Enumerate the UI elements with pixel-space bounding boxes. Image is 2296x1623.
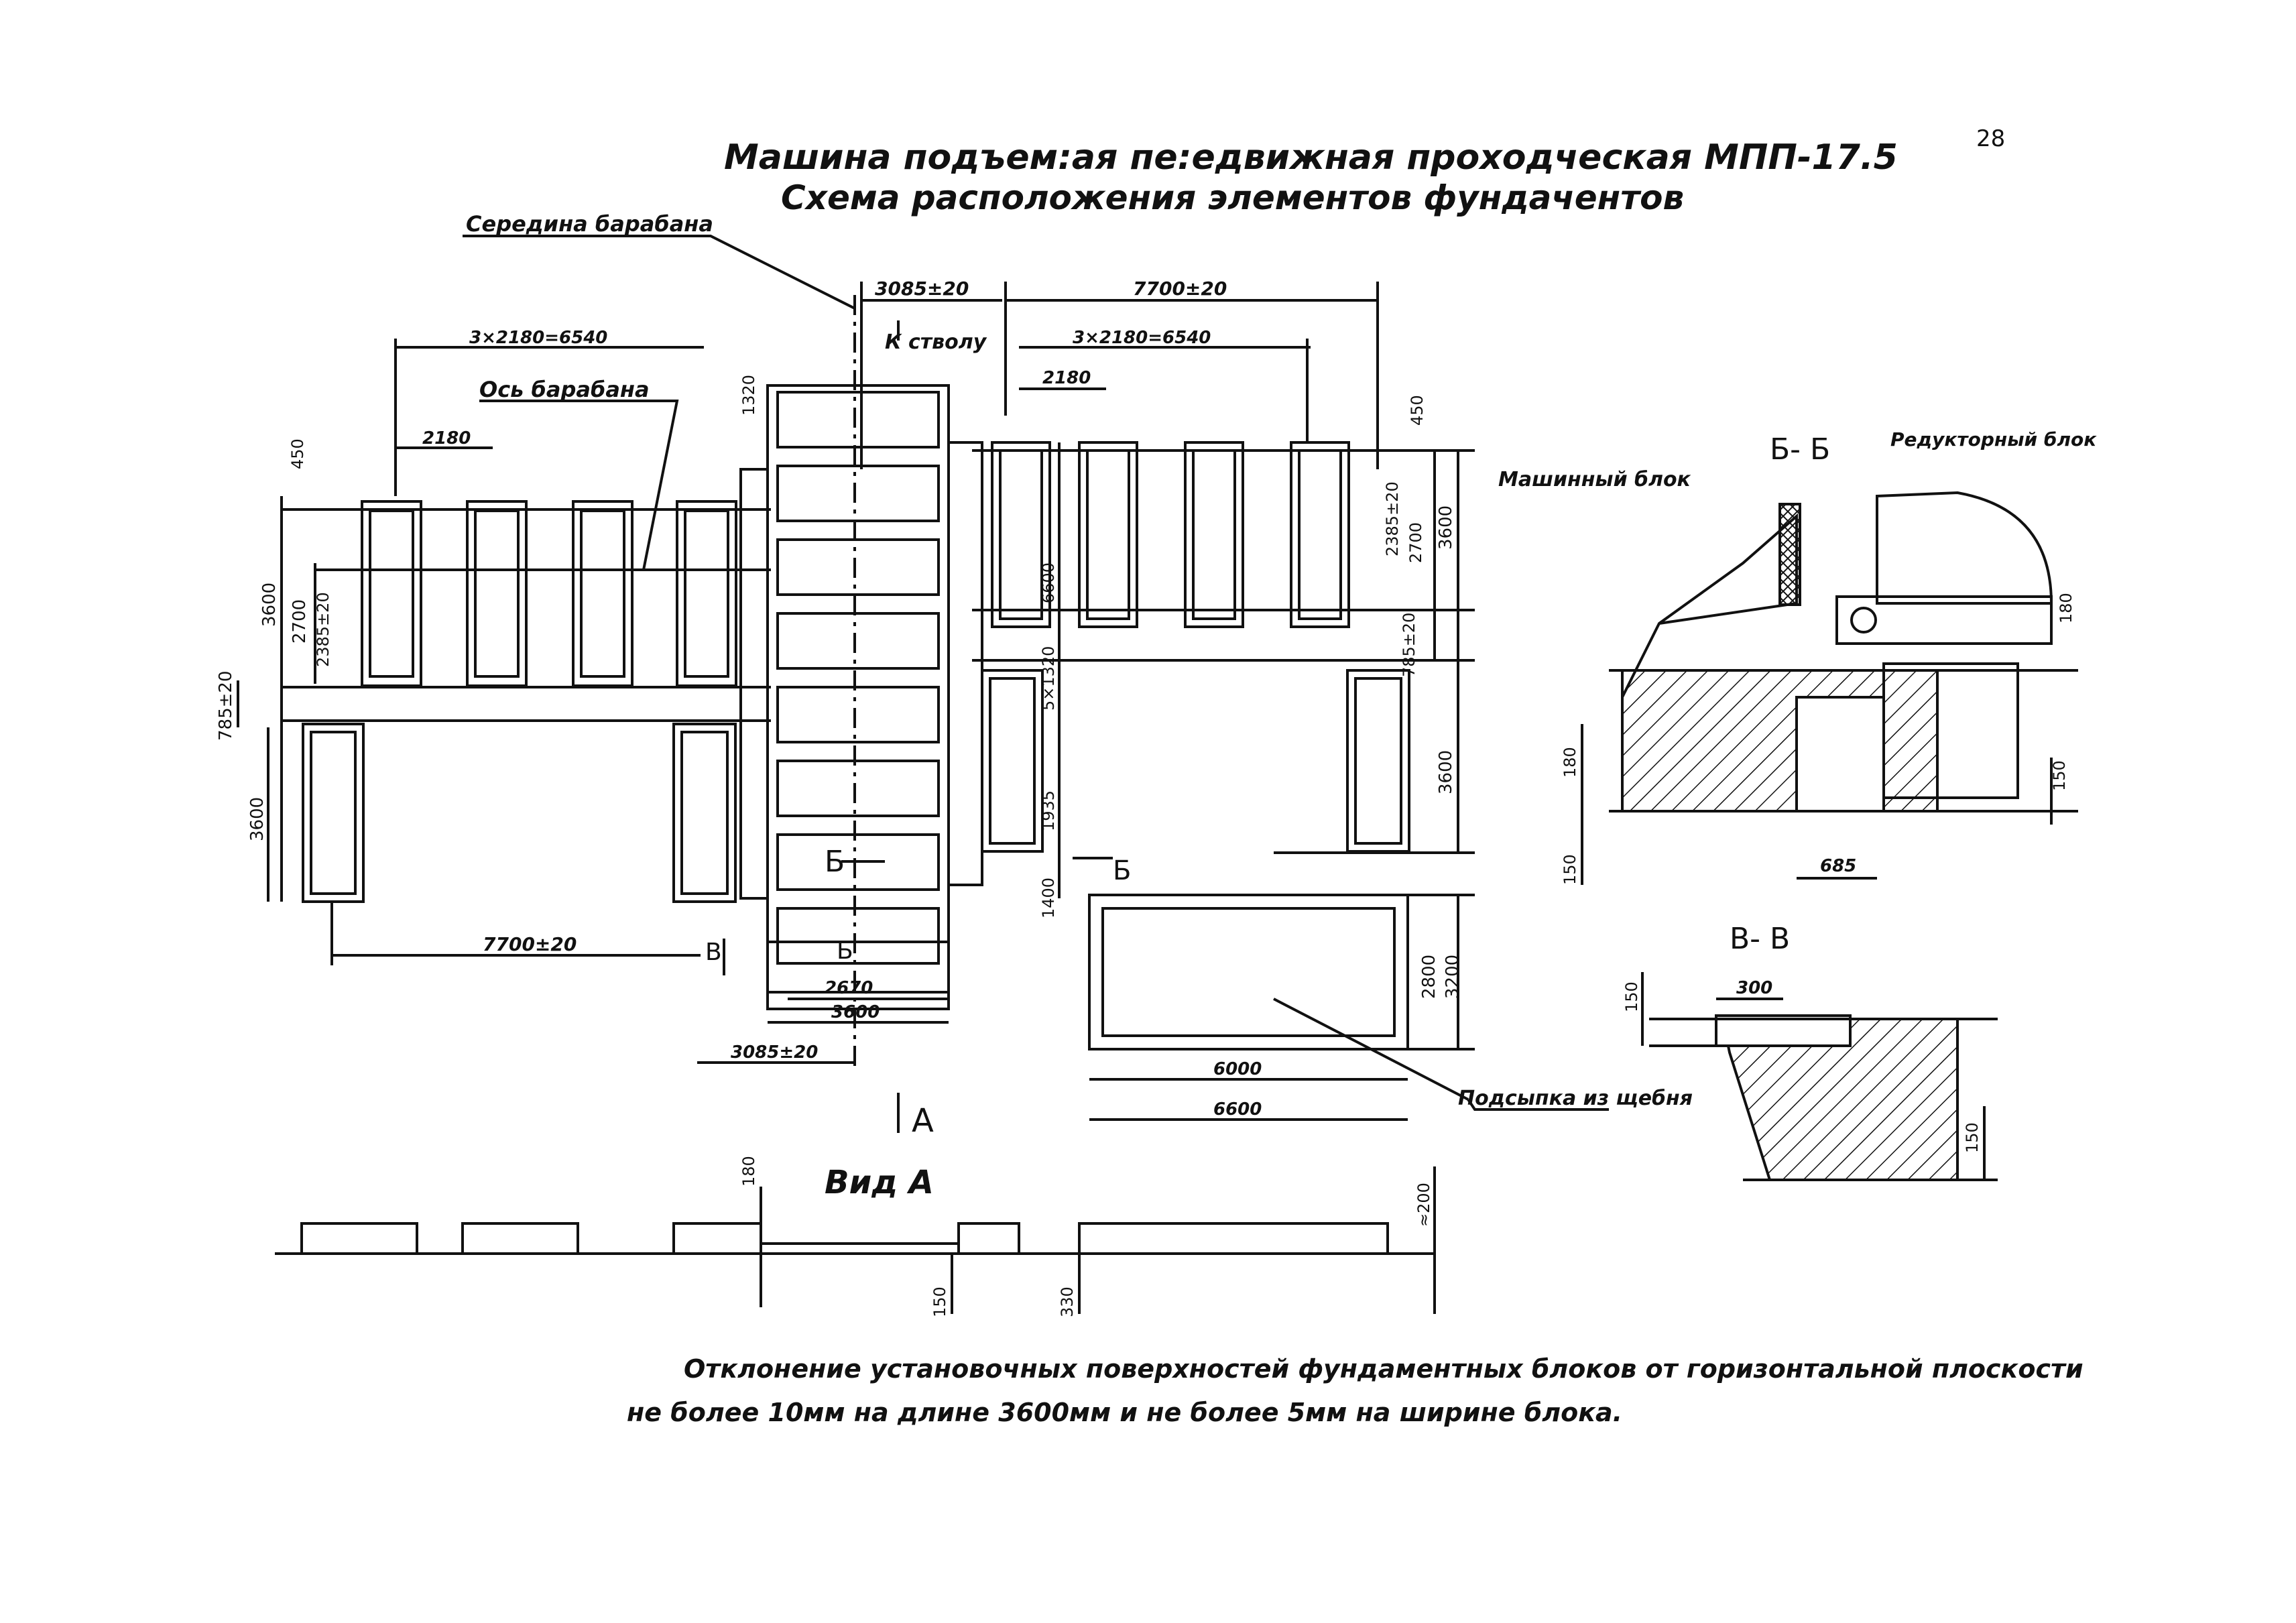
dim-785-left: 785±20 bbox=[216, 671, 236, 741]
view-a-dim-330: 330 bbox=[1058, 1286, 1077, 1317]
view-a-dim-150: 150 bbox=[930, 1286, 949, 1317]
dim-3x2180-right: 3×2180=6540 bbox=[1073, 328, 1211, 348]
vv-dim-150-top: 150 bbox=[1622, 981, 1641, 1012]
bb-dim-150-right: 150 bbox=[2050, 760, 2069, 791]
bb-dim-180-left: 180 bbox=[1561, 747, 1579, 778]
view-a bbox=[275, 1166, 1436, 1314]
note-line1: Отклонение установочных поверхностей фун… bbox=[684, 1354, 2083, 1384]
section-vv-title: В- В bbox=[1730, 922, 1790, 956]
dim-3600-right-low: 3600 bbox=[1436, 750, 1456, 794]
note-line2: не более 10мм на длине 3600мм и не более… bbox=[627, 1398, 1622, 1427]
view-a-dim-180: 180 bbox=[739, 1156, 758, 1187]
dim-785-right: 785±20 bbox=[1400, 613, 1418, 677]
dim-6600-mid: 6600 bbox=[1039, 562, 1058, 603]
dim-7700-bottom: 7700±20 bbox=[483, 933, 577, 955]
section-mark-v: В bbox=[705, 939, 722, 966]
dim-2180-left: 2180 bbox=[422, 428, 471, 448]
bb-dim-180-right: 180 bbox=[2057, 593, 2075, 623]
dim-2700-right: 2700 bbox=[1406, 522, 1425, 563]
section-mark-b-2: Б bbox=[1113, 855, 1131, 886]
dim-2385-right: 2385±20 bbox=[1383, 481, 1402, 556]
dim-2700: 2700 bbox=[290, 599, 310, 644]
section-bb-title: Б- Б bbox=[1770, 432, 1830, 467]
dim-450-left: 450 bbox=[288, 438, 307, 469]
section-bb bbox=[1581, 491, 2078, 885]
dim-7700-top: 7700±20 bbox=[1133, 278, 1227, 300]
dim-3x2180-left: 3×2180=6540 bbox=[469, 328, 607, 348]
dim-2385-left: 2385±20 bbox=[314, 592, 333, 667]
page-number: 28 bbox=[1976, 125, 2005, 152]
drawing-title-line1: Машина подъем:ая пе:едвижная проходческа… bbox=[724, 137, 1898, 178]
dim-3600-right: 3600 bbox=[1436, 505, 1456, 550]
callout-drum-middle: Середина барабана bbox=[466, 211, 713, 237]
view-a-dim-200: ≈200 bbox=[1414, 1183, 1433, 1227]
plan-view bbox=[237, 235, 1609, 1133]
dim-3600-bottom: 3600 bbox=[831, 1002, 880, 1022]
vv-dim-300: 300 bbox=[1736, 978, 1772, 998]
callout-gravel-1: Подсыпка из щебня bbox=[1458, 1087, 1693, 1110]
bb-dim-685: 685 bbox=[1820, 856, 1856, 876]
dim-6600-bottom: 6600 bbox=[1213, 1099, 1262, 1120]
dim-2670: 2670 bbox=[825, 978, 873, 998]
dim-3085-bottom: 3085±20 bbox=[731, 1042, 818, 1063]
bb-dim-150-left: 150 bbox=[1561, 854, 1579, 885]
callout-to-shaft: К стволу bbox=[885, 330, 987, 354]
dim-5x1320: 5×1320 bbox=[1039, 646, 1058, 711]
dim-3600-left-low: 3600 bbox=[247, 797, 267, 841]
view-a-title: Вид А bbox=[825, 1164, 934, 1201]
dim-450-right: 450 bbox=[1408, 395, 1427, 426]
section-mark-b-1: Б bbox=[825, 845, 845, 879]
dim-1935: 1935 bbox=[1039, 790, 1058, 831]
dim-2800: 2800 bbox=[1419, 955, 1439, 999]
reducer-block-label: Редукторный блок bbox=[1890, 428, 2097, 450]
section-mark-b-3: Б bbox=[837, 937, 853, 965]
dim-3200: 3200 bbox=[1443, 955, 1463, 999]
machine-block-label: Машинный блок bbox=[1498, 468, 1691, 491]
dim-1320-top: 1320 bbox=[739, 375, 758, 416]
dim-6000: 6000 bbox=[1213, 1059, 1262, 1079]
section-mark-a: А bbox=[912, 1102, 934, 1140]
dim-3600-left: 3600 bbox=[259, 583, 280, 627]
dim-1400: 1400 bbox=[1039, 878, 1058, 918]
callout-drum-axis: Ось барабана bbox=[479, 377, 650, 402]
dim-3085-top: 3085±20 bbox=[875, 278, 969, 300]
vv-dim-150-right: 150 bbox=[1963, 1122, 1982, 1153]
drawing-title-line2: Схема расположения элементов фундачентов bbox=[781, 178, 1684, 217]
dim-2180-right: 2180 bbox=[1042, 368, 1091, 388]
section-vv bbox=[1641, 972, 1998, 1181]
